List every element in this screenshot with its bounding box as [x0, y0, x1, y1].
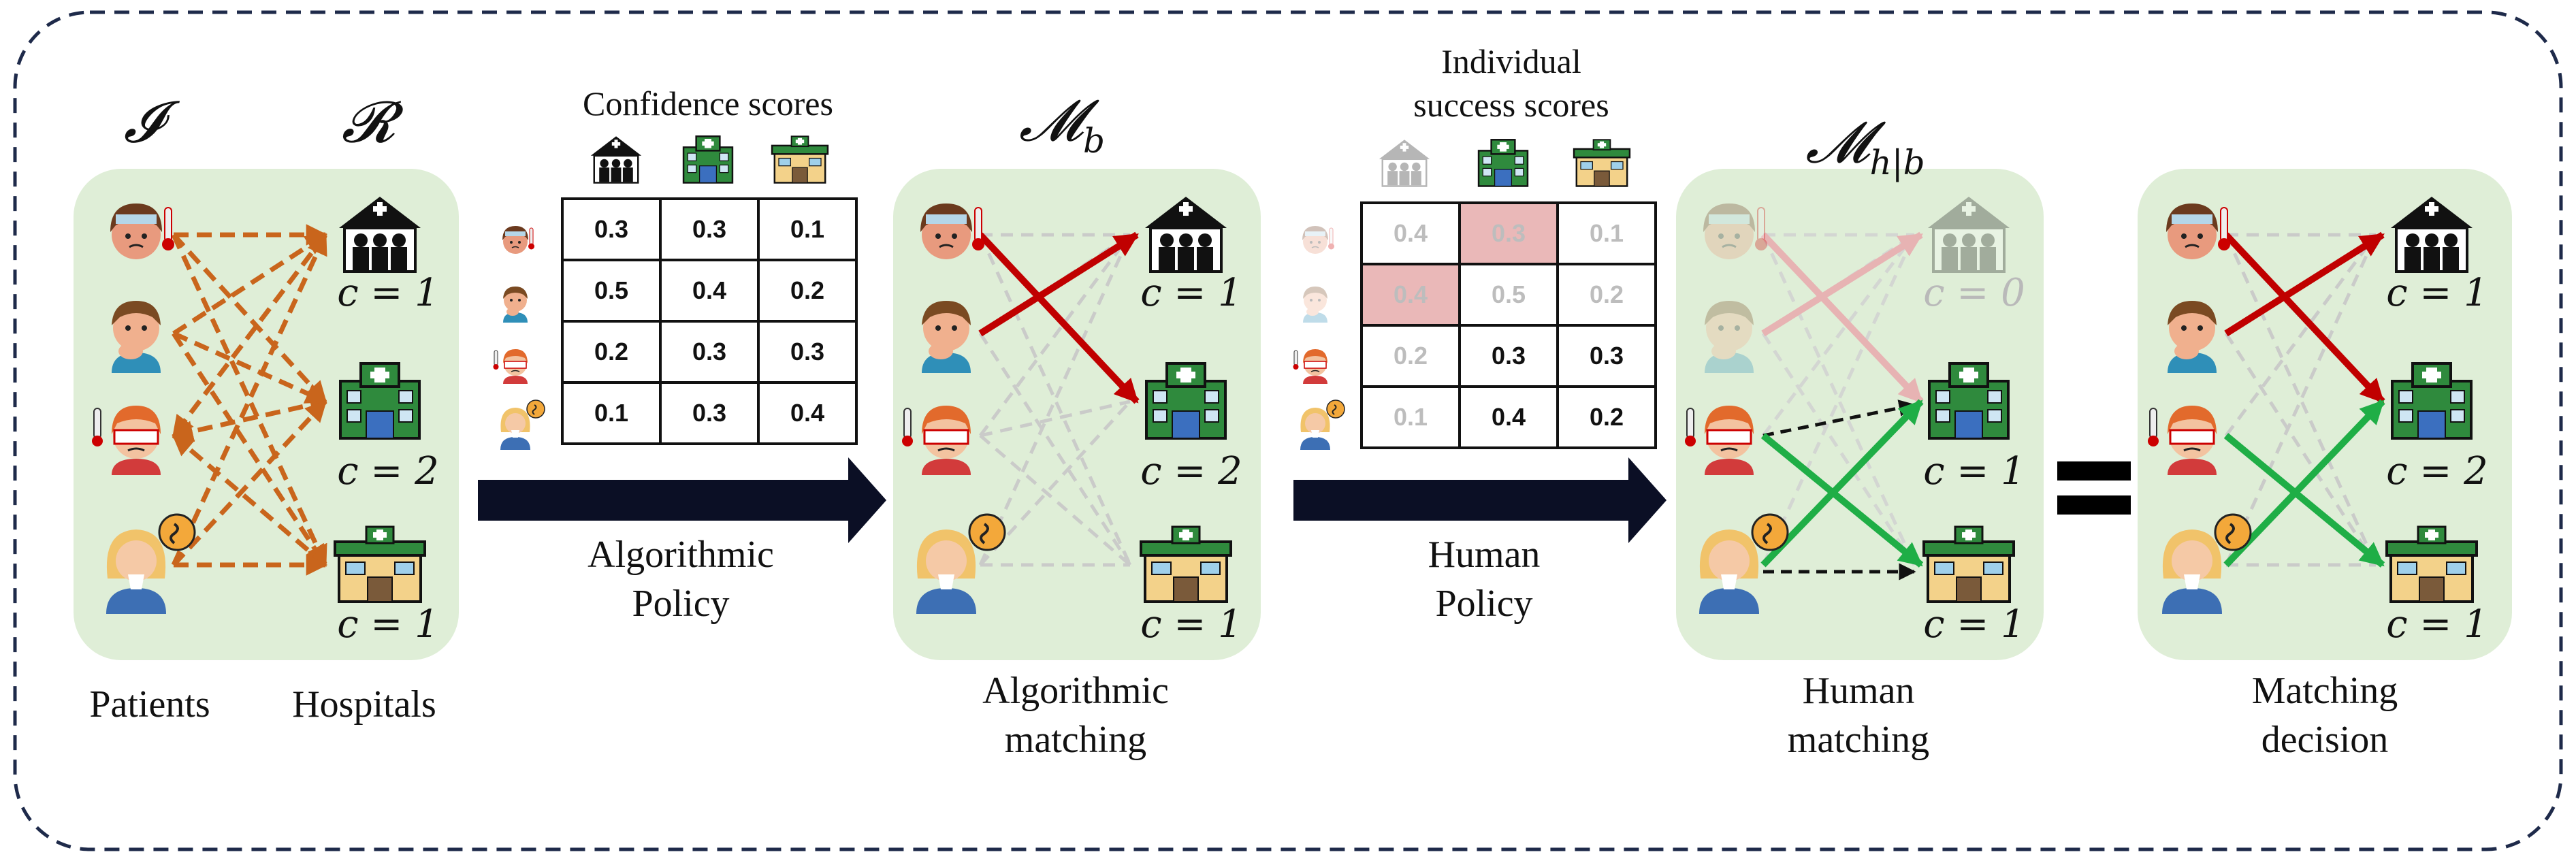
capacity-label: c = 1	[1140, 271, 1242, 315]
capacity-label: c = 1	[337, 271, 439, 315]
coughing-patient-icon	[1303, 287, 1327, 323]
human-selected-edges	[1760, 399, 1924, 568]
table-cell-highlighted: 0.3	[1458, 201, 1559, 265]
table-cell: 0.3	[659, 320, 760, 384]
thermometer-patient-icon	[1292, 348, 1328, 385]
coughing-patient-icon	[2168, 301, 2217, 373]
shelter-icon	[590, 135, 643, 184]
table-cell: 0.3	[1556, 324, 1657, 388]
coughing-patient-icon	[112, 301, 161, 373]
table-cell: 0.3	[1458, 324, 1559, 388]
algorithmic-policy-arrow	[478, 457, 886, 543]
table-row: 0.3 0.3 0.1	[561, 197, 858, 261]
human-matching-caption: Human matching	[1787, 670, 1930, 761]
human-policy-arrow	[1293, 457, 1667, 543]
capacity-label: c = 0	[1923, 271, 2025, 315]
confidence-scores-table: 0.3 0.3 0.1 0.5 0.4 0.2 0.2 0.3 0.3 0.1 …	[561, 197, 858, 445]
human-matching-symbol: 𝓜h|b	[1805, 109, 1925, 182]
table-cell: 0.4	[659, 259, 760, 323]
capacity-label: c = 1	[2386, 271, 2488, 315]
table-cell: 0.2	[757, 259, 858, 323]
capacity-label: c = 1	[337, 602, 439, 647]
crying-patient-icon	[1300, 400, 1345, 451]
coughing-patient-icon	[922, 301, 971, 373]
algorithmic-matching-caption: Algorithmic matching	[982, 670, 1169, 761]
table-row: 0.1 0.3 0.4	[561, 381, 858, 445]
human-dashed-black-edges	[1762, 400, 1916, 581]
coughing-patient-icon	[1705, 301, 1754, 373]
table-cell: 0.4	[1458, 385, 1559, 449]
human-faded-algo-edges	[1760, 231, 1924, 404]
crying-patient-icon	[500, 400, 545, 451]
table-cell: 0.2	[1556, 385, 1657, 449]
table-cell: 0.5	[561, 259, 662, 323]
table-row: 0.2 0.3 0.3	[561, 320, 858, 384]
table-row: 0.5 0.4 0.2	[561, 259, 858, 323]
hospital-icon	[682, 135, 734, 184]
matching-decision-caption: Matching decision	[2251, 670, 2398, 761]
algorithmic-matching-symbol: 𝓜b	[1018, 87, 1106, 161]
capacity-label: c = 2	[2386, 449, 2488, 493]
clinic-icon	[771, 135, 829, 184]
fever-patient-icon	[1302, 225, 1335, 255]
capacity-label: c = 1	[1923, 449, 2025, 493]
patients-set-symbol: 𝓘	[123, 88, 163, 155]
table-row: 0.4 0.5 0.2	[1360, 263, 1657, 327]
table-cell: 0.4	[757, 381, 858, 445]
human-policy-caption: Human Policy	[1428, 534, 1541, 625]
success-scores-caption: Individual success scores	[1413, 42, 1609, 124]
capacity-label: c = 1	[2386, 602, 2488, 647]
capacity-label: c = 2	[1140, 449, 1242, 493]
table-row: 0.1 0.4 0.2	[1360, 385, 1657, 449]
table-cell: 0.3	[561, 197, 662, 261]
table-cell: 0.1	[757, 197, 858, 261]
table-cell: 0.3	[659, 197, 760, 261]
confidence-scores-caption: Confidence scores	[583, 84, 833, 123]
table-cell: 0.1	[1556, 201, 1657, 265]
table-cell: 0.3	[659, 381, 760, 445]
capacity-label: c = 2	[337, 449, 439, 493]
algorithmic-policy-caption: Algorithmic Policy	[587, 534, 774, 625]
decision-unselected-edges	[2224, 233, 2378, 567]
table-row: 0.2 0.3 0.3	[1360, 324, 1657, 388]
table-cell: 0.4	[1360, 201, 1461, 265]
table-cell: 0.2	[1360, 324, 1461, 388]
table-cell: 0.2	[1556, 263, 1657, 327]
clinic-icon	[1573, 139, 1631, 187]
outer-dashed-frame	[13, 10, 2563, 851]
table-cell-highlighted: 0.4	[1360, 263, 1461, 327]
patients-caption: Patients	[89, 683, 210, 726]
table-cell: 0.3	[757, 320, 858, 384]
table-cell: 0.2	[561, 320, 662, 384]
candidate-edges	[171, 224, 328, 576]
table-row: 0.4 0.3 0.1	[1360, 201, 1657, 265]
equals-bottom-bar	[2057, 495, 2131, 515]
algo-selected-edges	[978, 231, 1140, 404]
capacity-label: c = 1	[1140, 602, 1242, 647]
equals-top-bar	[2057, 461, 2131, 481]
decision-selected-edges	[2223, 231, 2385, 568]
table-cell: 0.1	[1360, 385, 1461, 449]
resources-set-symbol: 𝓡	[341, 88, 396, 155]
hospitals-caption: Hospitals	[292, 683, 436, 726]
coughing-patient-icon	[503, 287, 528, 323]
table-cell: 0.5	[1458, 263, 1559, 327]
shelter-icon	[1378, 139, 1431, 187]
success-scores-table: 0.4 0.3 0.1 0.4 0.5 0.2 0.2 0.3 0.3 0.1 …	[1360, 201, 1657, 449]
capacity-label: c = 1	[1923, 602, 2025, 647]
fever-patient-icon	[502, 225, 535, 255]
hospital-icon	[1477, 139, 1529, 187]
table-cell: 0.1	[561, 381, 662, 445]
thermometer-patient-icon	[492, 348, 528, 385]
